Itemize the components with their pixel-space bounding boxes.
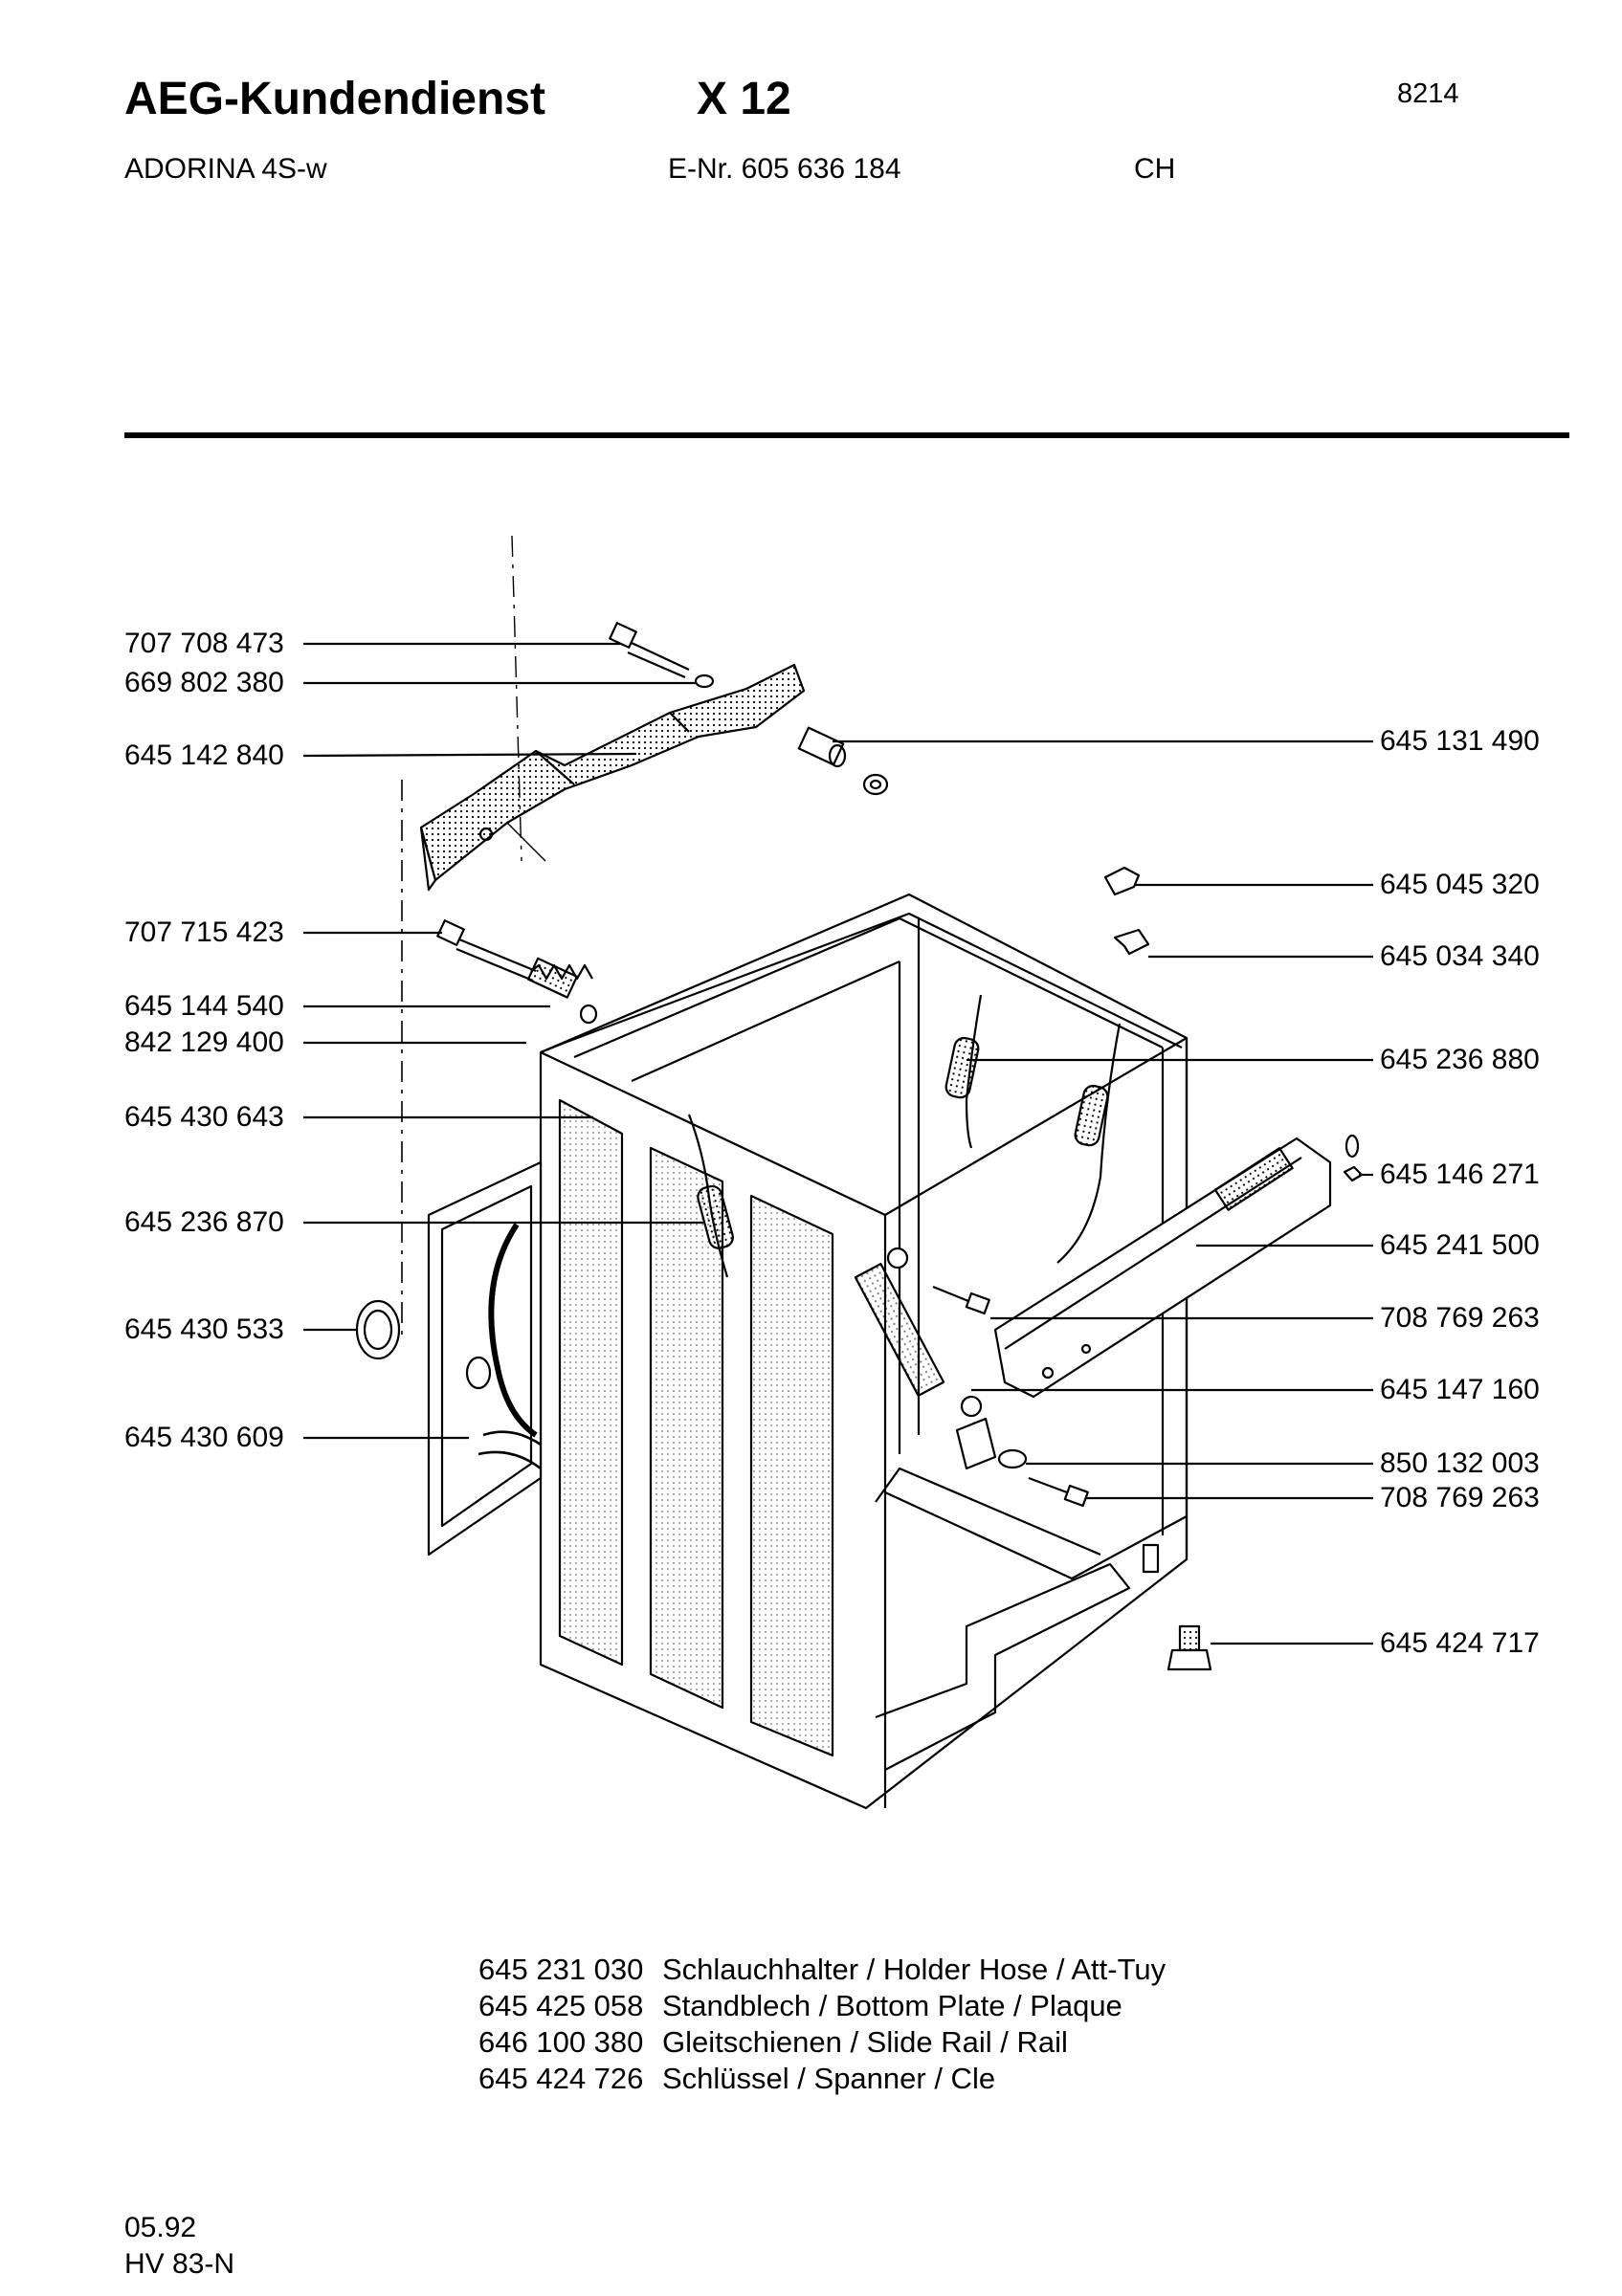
shock-absorber [854,1247,997,1470]
parts-list-item: 646 100 380 Gleitschienen / Slide Rail / … [478,2024,1166,2061]
door-panel [427,1160,543,1556]
additional-parts-list: 645 231 030 Schlauchhalter / Holder Hose … [478,1952,1166,2097]
model-code: X 12 [697,74,791,124]
parts-list-item: 645 231 030 Schlauchhalter / Holder Hose … [478,1952,1166,1988]
header-divider [124,432,1569,438]
country-code: CH [1134,153,1176,185]
slide-rail [993,1137,1332,1399]
clip-2 [1113,928,1150,956]
part-label-right: 850 132 003 [1380,1447,1540,1479]
part-number: 646 100 380 [478,2025,644,2059]
cabinet-frame [539,893,1189,1810]
footer-code: HV 83-N [124,2248,235,2280]
part-label-left: 645 430 609 [124,1422,284,1453]
part-number: 645 424 726 [478,2062,644,2095]
spring-front [687,1114,734,1278]
e-number: E-Nr. 605 636 184 [668,153,901,185]
part-label-right: 645 236 880 [1380,1044,1540,1075]
part-label-left: 645 430 643 [124,1101,284,1133]
top-cross-bar [419,663,806,892]
part-description: Standblech / Bottom Plate / Plaque [662,1989,1122,2022]
part-label-left: 669 802 380 [124,667,284,698]
screw-right-1 [932,1285,990,1315]
o-ring [997,1448,1028,1469]
part-label-right: 645 131 490 [1380,725,1540,757]
part-label-left: 645 430 533 [124,1314,284,1345]
screw-right-2 [1028,1476,1089,1508]
side-bolt [436,919,598,1025]
part-label-right: 708 769 263 [1380,1302,1540,1334]
part-label-right: 645 241 500 [1380,1229,1540,1261]
part-number: 645 231 030 [478,1953,644,1986]
leader-left-3 [302,752,637,758]
part-label-left: 645 142 840 [124,740,284,771]
part-label-left: 842 129 400 [124,1027,284,1058]
part-description: Gleitschienen / Slide Rail / Rail [662,2025,1068,2059]
part-label-right: 645 045 320 [1380,869,1540,900]
footer-date: 05.92 [124,2212,197,2243]
spring-right-2 [1056,1023,1122,1264]
part-label-right: 645 424 717 [1380,1627,1540,1659]
parts-list-item: 645 424 726 Schlüssel / Spanner / Cle [478,2061,1166,2097]
part-label-right: 708 769 263 [1380,1482,1540,1513]
part-label-left: 707 708 473 [124,628,284,659]
parts-list-item: 645 425 058 Standblech / Bottom Plate / P… [478,1988,1166,2024]
part-label-left: 707 715 423 [124,916,284,948]
document-number: 8214 [1397,78,1459,109]
part-description: Schlüssel / Spanner / Cle [662,2062,996,2095]
clip-1 [1103,866,1141,896]
ring-grommet [355,1299,401,1360]
part-label-right: 645 146 271 [1380,1159,1540,1190]
part-description: Schlauchhalter / Holder Hose / Att-Tuy [662,1953,1167,1986]
part-label-left: 645 144 540 [124,990,284,1022]
bushing [797,726,889,796]
model-name: ADORINA 4S-w [124,153,327,185]
page-title: AEG-Kundendienst [124,74,545,124]
top-bolt [609,622,715,689]
adjustable-foot [1167,1624,1212,1671]
spring-right-1 [944,994,983,1149]
part-number: 645 425 058 [478,1989,644,2022]
part-label-left: 645 236 870 [124,1206,284,1238]
footer: 05.92 HV 83-N [124,2210,234,2283]
part-label-right: 645 147 160 [1380,1374,1540,1405]
part-label-right: 645 034 340 [1380,940,1540,972]
